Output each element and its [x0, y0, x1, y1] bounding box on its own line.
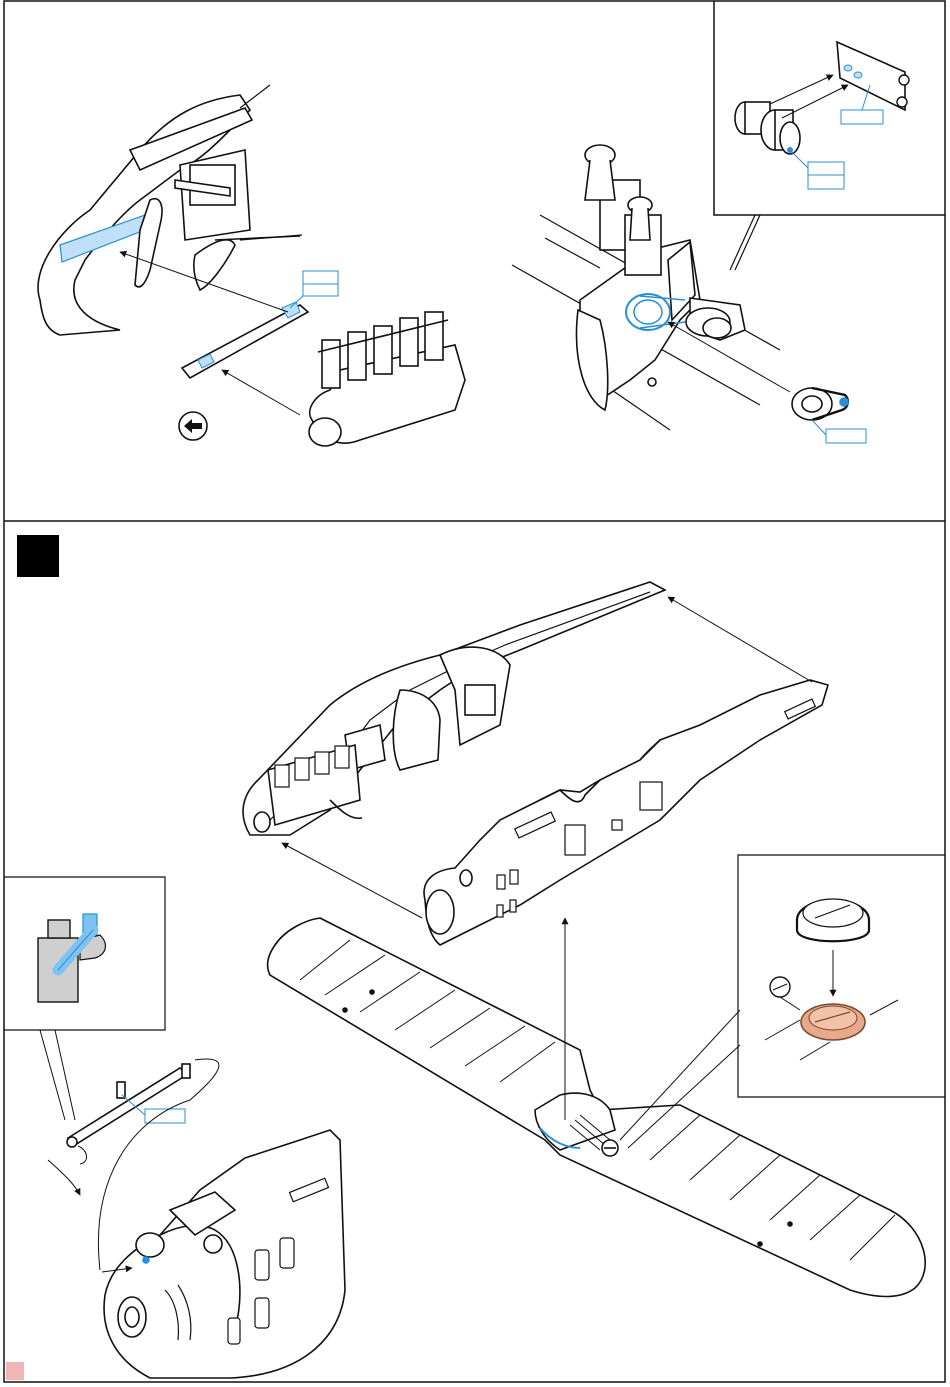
top-right-engine-bay: [512, 145, 848, 430]
step-number-badge: [17, 535, 59, 577]
callout-pulley-belt: [812, 420, 866, 443]
wing: [268, 918, 926, 1297]
inset-fuel-cap: [738, 855, 945, 1097]
inset-magneto-detail: [714, 1, 945, 270]
callout-cylinder-part: [790, 150, 844, 189]
inset-lever-detail: [4, 877, 165, 1120]
lever-arm-part: [48, 1064, 190, 1195]
top-left-assembly: [38, 85, 465, 446]
callout-fuselage-strip: [290, 271, 338, 308]
view-direction-arrow-icon: [179, 412, 207, 440]
page-corner-mark: [6, 1362, 24, 1380]
